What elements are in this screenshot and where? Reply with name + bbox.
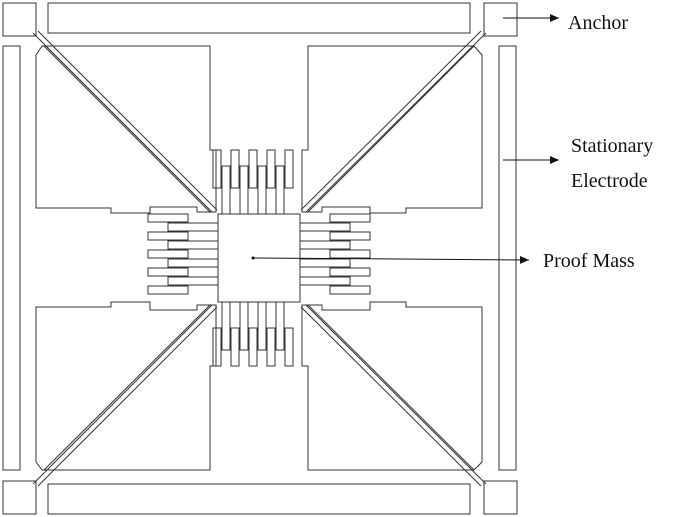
plate-top-left (35, 45, 217, 214)
comb-finger-fixed (284, 149, 294, 189)
stationary-electrode-plates (35, 45, 483, 471)
proof-mass-leader (252, 255, 530, 264)
spring-tl-b (37, 30, 218, 211)
plate-bottom-left (35, 301, 217, 471)
comb-finger-fixed (147, 213, 189, 223)
comb-fingers-right (299, 213, 371, 295)
comb-finger-moving (257, 165, 267, 215)
stationary-electrode-label-line2: Electrode (571, 170, 648, 192)
anchor-label: Anchor (568, 12, 628, 34)
comb-finger-fixed (329, 231, 371, 241)
spring-tr-c (307, 45, 475, 213)
comb-finger-fixed (329, 213, 371, 223)
comb-finger-fixed (329, 249, 371, 259)
comb-finger-fixed (266, 327, 276, 367)
spring-bl-a (32, 304, 213, 485)
plate-top-right (301, 45, 483, 214)
spring-br-b (300, 306, 482, 487)
comb-finger-fixed (248, 149, 258, 189)
comb-finger-moving (275, 301, 285, 351)
diagonal-springs (32, 30, 487, 487)
spring-tr-b (300, 30, 482, 211)
comb-finger-moving (275, 165, 285, 215)
spring-tl-a (32, 32, 213, 213)
proof-mass-label: Proof Mass (543, 250, 635, 272)
anchors (2, 2, 518, 515)
comb-finger-moving (167, 240, 219, 250)
stationary-electrode-bars (2, 2, 517, 515)
comb-fingers-left (147, 213, 219, 295)
callout-leaders (251, 14, 559, 264)
comb-finger-moving (239, 301, 249, 351)
anchor-bottom-left (2, 480, 37, 515)
comb-finger-moving (167, 222, 219, 232)
stationary-electrode-label-line1: Stationary (571, 135, 653, 157)
comb-finger-fixed (329, 285, 371, 295)
comb-finger-fixed (248, 327, 258, 367)
comb-finger-fixed (230, 149, 240, 189)
comb-finger-moving (299, 276, 351, 286)
spring-tr-a (305, 32, 487, 213)
spring-bl-c (43, 304, 211, 471)
stationary-electrode-right (498, 45, 517, 471)
comb-finger-moving (299, 258, 351, 268)
stationary-electrode-top (47, 2, 471, 34)
anchor-top-right (483, 2, 518, 37)
spring-br-c (307, 304, 475, 471)
comb-finger-fixed (212, 327, 222, 367)
comb-finger-moving (221, 301, 231, 351)
comb-finger-moving (221, 165, 231, 215)
comb-finger-fixed (147, 267, 189, 277)
comb-finger-fixed (147, 231, 189, 241)
comb-finger-moving (299, 222, 351, 232)
comb-finger-moving (239, 165, 249, 215)
comb-finger-fixed (147, 249, 189, 259)
comb-finger-fixed (230, 327, 240, 367)
proof-mass-leader-dot (251, 256, 255, 260)
stationary-electrode-bottom (47, 483, 471, 515)
comb-finger-moving (167, 276, 219, 286)
comb-finger-moving (167, 258, 219, 268)
comb-finger-moving (257, 301, 267, 351)
comb-finger-fixed (212, 149, 222, 189)
comb-finger-fixed (284, 327, 294, 367)
comb-finger-fixed (329, 267, 371, 277)
comb-finger-moving (299, 240, 351, 250)
anchor-bottom-right (483, 480, 518, 515)
comb-fingers-top (212, 149, 294, 215)
comb-finger-fixed (147, 285, 189, 295)
spring-br-a (305, 304, 487, 485)
comb-finger-fixed (266, 149, 276, 189)
plate-bottom-right (301, 301, 483, 471)
spring-bl-b (37, 306, 218, 487)
anchor-top-left (2, 2, 37, 37)
spring-tl-c (43, 45, 211, 213)
comb-fingers-bottom (212, 301, 294, 367)
stationary-electrode-left (2, 45, 21, 471)
